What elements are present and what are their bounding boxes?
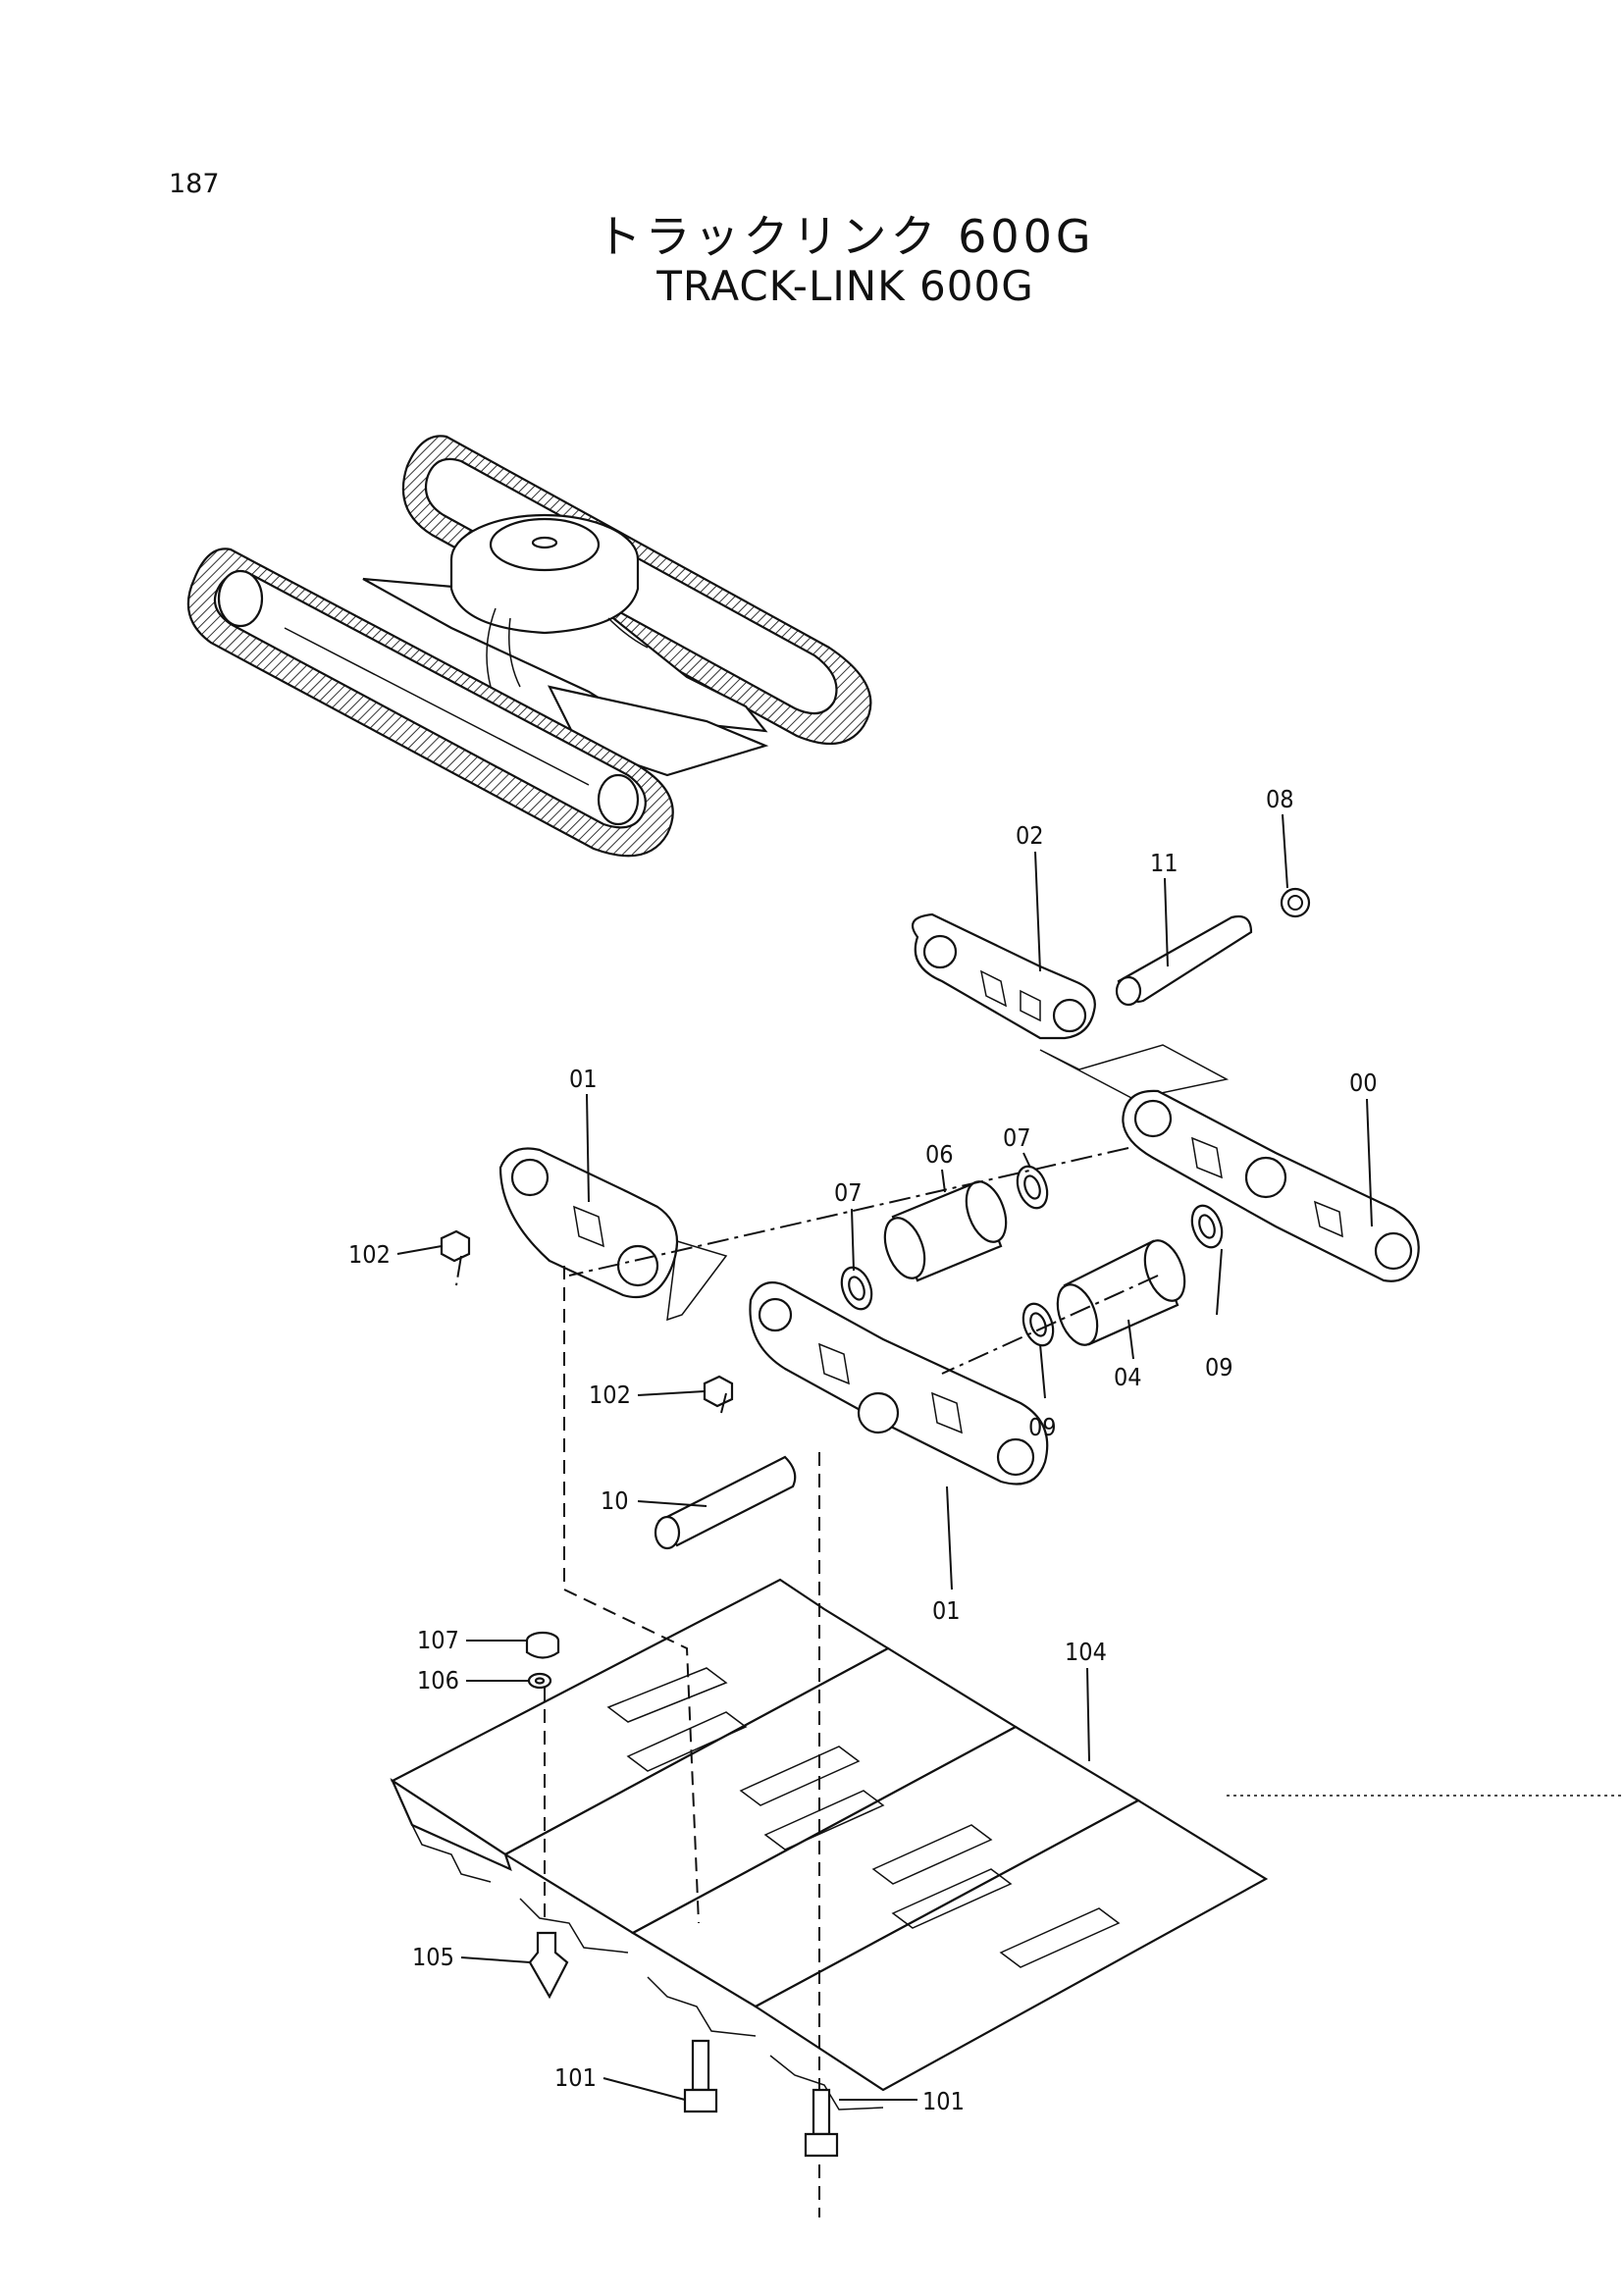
callout-07-right: 07 <box>1003 1123 1031 1152</box>
snap-ring-08 <box>1280 887 1311 918</box>
bolt-101-left <box>683 2039 718 2113</box>
track-pin-11 <box>1115 914 1253 1007</box>
assembly-axis-lines <box>455 1147 1159 1414</box>
callout-00: 00 <box>1349 1069 1378 1097</box>
callout-07-left: 07 <box>834 1178 863 1207</box>
callout-01-top: 01 <box>569 1065 598 1093</box>
seal-07-right <box>1016 1165 1049 1210</box>
callout-10: 10 <box>601 1486 629 1515</box>
track-link-02 <box>911 912 1096 1040</box>
title-japanese: トラックリンク 600G <box>596 210 1095 263</box>
callout-102-upper: 102 <box>348 1240 391 1269</box>
callout-04: 04 <box>1114 1363 1142 1391</box>
undercarriage-overview-illustration <box>186 435 872 858</box>
seal-07-left <box>840 1266 873 1311</box>
page-number: 187 <box>169 169 220 199</box>
track-link-00 <box>1122 1089 1420 1282</box>
callout-102-lower: 102 <box>589 1381 631 1409</box>
callout-01-bottom: 01 <box>932 1596 961 1625</box>
seal-09-right <box>1190 1204 1224 1249</box>
track-pin-10 <box>654 1455 797 1550</box>
track-frame <box>362 577 768 733</box>
link-01-rail-outline <box>666 1240 728 1322</box>
nut-107 <box>525 1631 560 1659</box>
track-link-01-upper <box>498 1147 679 1299</box>
title-english: TRACK-LINK 600G <box>656 262 1034 310</box>
callout-06: 06 <box>925 1140 954 1169</box>
callout-09-right: 09 <box>1205 1353 1233 1382</box>
bolt-101-right <box>804 2088 839 2158</box>
nut-102-upper <box>440 1229 471 1263</box>
link-02-rail-outline <box>1039 1044 1230 1100</box>
callout-101-left: 101 <box>554 2063 597 2092</box>
callout-107: 107 <box>417 1626 459 1654</box>
callout-106: 106 <box>417 1666 459 1694</box>
callout-09-lower: 09 <box>1028 1413 1057 1441</box>
callout-08: 08 <box>1266 785 1294 813</box>
callout-105: 105 <box>412 1943 454 1971</box>
seal-09-lower <box>1022 1302 1055 1347</box>
callout-101-right: 101 <box>922 2087 965 2115</box>
grouser-stud-105 <box>528 1931 569 2000</box>
callout-11: 11 <box>1150 849 1179 877</box>
callout-02: 02 <box>1016 821 1044 850</box>
track-shoes-104 <box>390 1578 1269 2111</box>
track-link-01-lower <box>749 1281 1049 1486</box>
callout-104: 104 <box>1065 1638 1107 1666</box>
washer-106 <box>527 1672 552 1690</box>
bushing-06 <box>883 1180 1008 1282</box>
nut-102-lower <box>703 1375 734 1408</box>
callout-leader-lines <box>396 813 1373 2101</box>
